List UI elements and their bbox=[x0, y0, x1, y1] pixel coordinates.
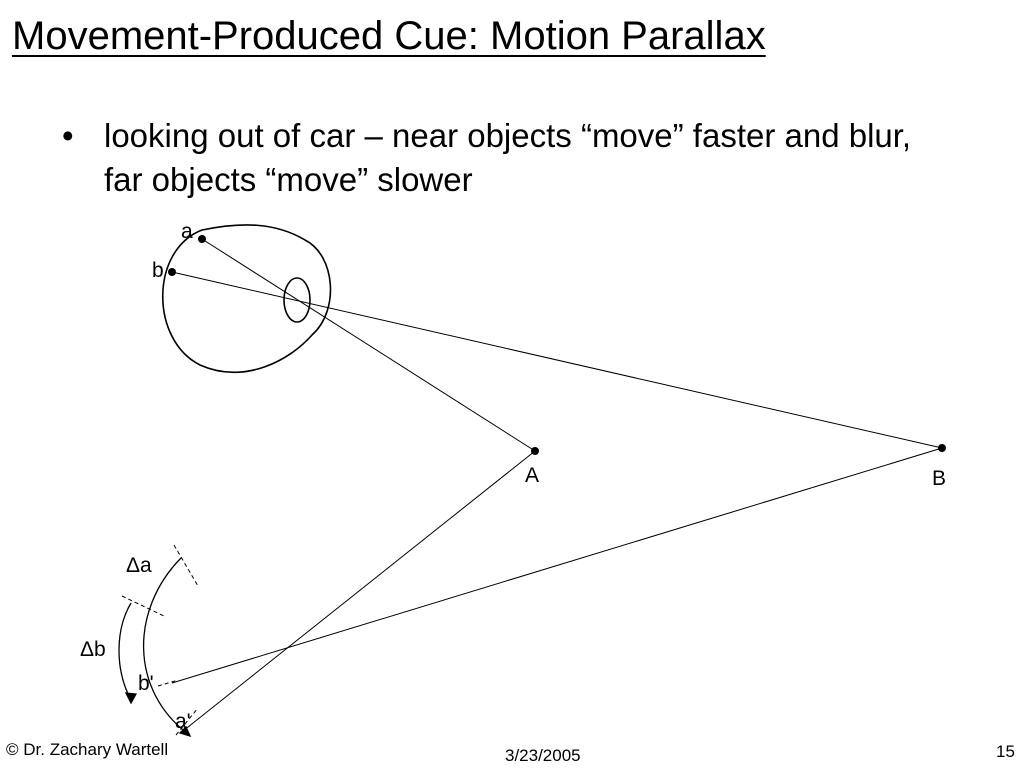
eye-ball bbox=[162, 224, 332, 374]
label-a: a bbox=[181, 220, 193, 243]
label-delta-a: Δa bbox=[126, 554, 152, 577]
eye-lens bbox=[283, 277, 311, 323]
bullet-item: • looking out of car – near objects “mov… bbox=[62, 114, 944, 202]
point-B bbox=[938, 444, 946, 452]
point-A bbox=[531, 447, 539, 455]
diagram-labels: a b A B Δa Δb b' a' bbox=[80, 220, 946, 733]
displacement-arcs bbox=[118, 557, 192, 738]
label-a-prime: a' bbox=[175, 710, 191, 733]
slide-title: Movement-Produced Cue: Motion Parallax bbox=[12, 14, 766, 58]
arrow-head-delta-b bbox=[124, 692, 138, 705]
sight-lines bbox=[171, 238, 943, 732]
bullet-marker: • bbox=[62, 117, 74, 154]
label-b: b bbox=[152, 259, 164, 282]
label-b-prime: b' bbox=[138, 672, 154, 695]
tick-delta-a-start bbox=[173, 544, 199, 587]
footer-date: 3/23/2005 bbox=[505, 746, 581, 765]
line-b-to-B bbox=[171, 271, 943, 449]
line-B-to-bprime bbox=[171, 447, 943, 684]
point-b bbox=[168, 268, 176, 276]
point-a bbox=[198, 235, 206, 243]
footer-copyright: © Dr. Zachary Wartell bbox=[6, 740, 169, 759]
bullet-text: looking out of car – near objects “move”… bbox=[104, 117, 912, 198]
arc-delta-a bbox=[142, 557, 189, 735]
label-A: A bbox=[525, 464, 539, 487]
footer-page-number: 15 bbox=[996, 742, 1015, 761]
arrow-head-delta-a bbox=[178, 725, 192, 738]
tick-bprime bbox=[157, 679, 179, 687]
eye bbox=[162, 224, 332, 374]
label-B: B bbox=[932, 467, 946, 490]
label-delta-b: Δb bbox=[80, 638, 106, 661]
bullet-list: • looking out of car – near objects “mov… bbox=[62, 114, 944, 202]
arc-delta-b bbox=[118, 602, 132, 701]
line-A-to-aprime bbox=[182, 450, 536, 732]
tick-marks bbox=[121, 544, 199, 736]
line-a-to-A bbox=[201, 238, 536, 452]
tick-delta-b-start bbox=[121, 595, 167, 618]
points bbox=[168, 235, 946, 455]
tick-aprime bbox=[175, 707, 199, 736]
